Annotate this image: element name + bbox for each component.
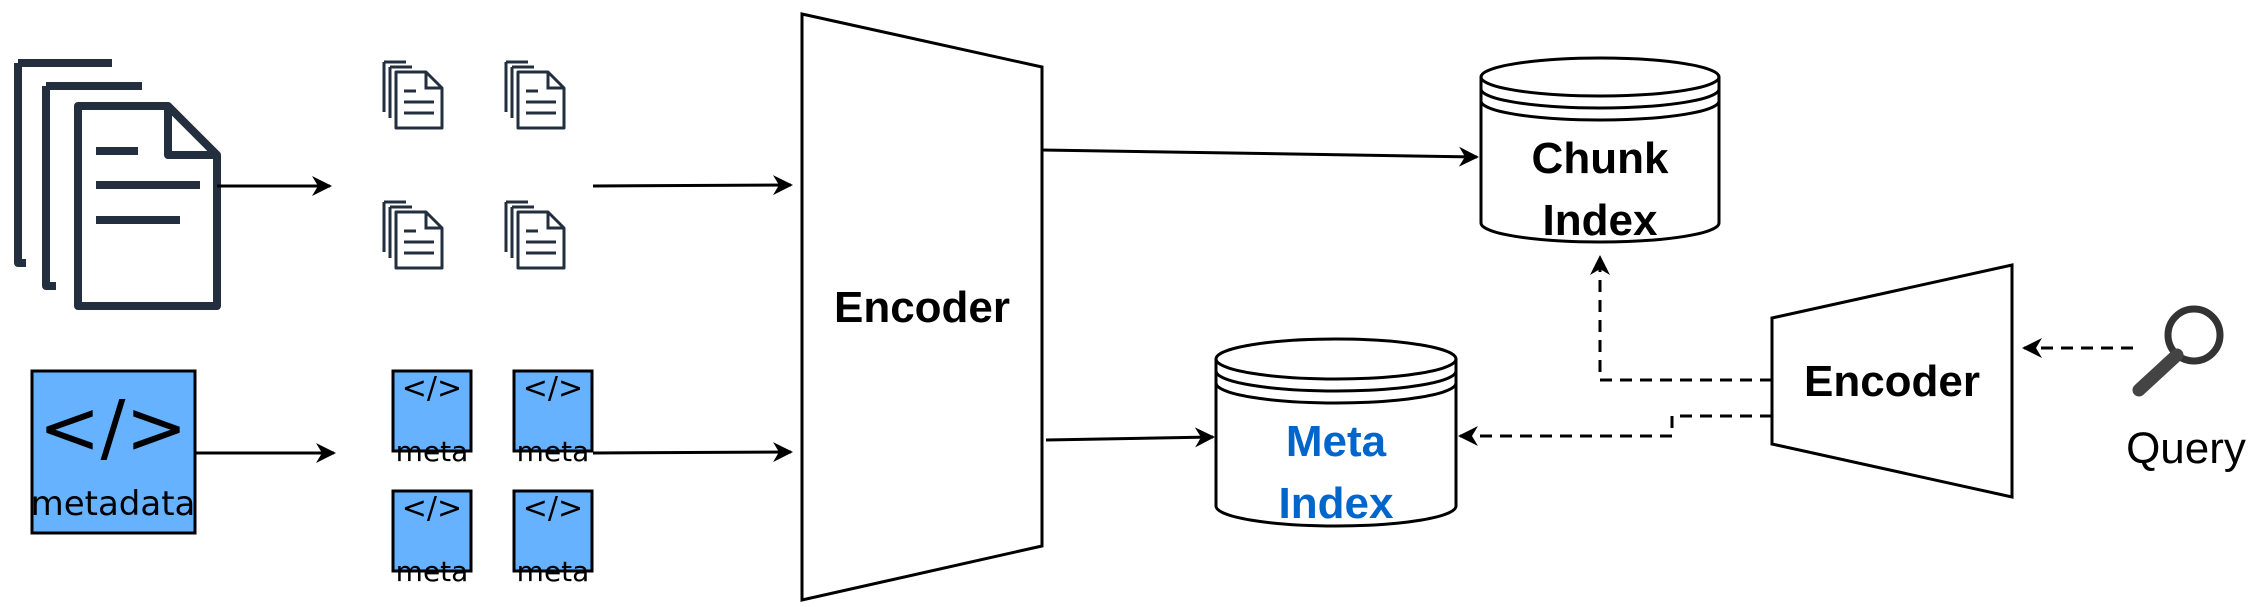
document-chunk-icon [382, 60, 566, 270]
query-label: Query [2126, 424, 2246, 473]
meta-tile: </> meta [512, 489, 594, 588]
magnifier-icon [2132, 305, 2224, 397]
main-encoder-label: Encoder [834, 283, 1010, 332]
solid-arrows [195, 146, 1479, 463]
arrow-encoder-to-meta-index [1045, 427, 1215, 448]
code-tag-icon: </> [402, 491, 462, 526]
meta-tile-label: meta [396, 555, 469, 588]
meta-tile-label: meta [517, 435, 590, 468]
meta-tile: </> meta [391, 369, 473, 468]
arrow-encoder-to-chunk-index [1041, 146, 1479, 167]
dashed-arrows [1458, 255, 2133, 446]
arrow-chunks-to-encoder [592, 175, 793, 196]
chunk-index-label-line1: Chunk [1532, 134, 1669, 183]
meta-tile: </> meta [512, 369, 594, 468]
meta-index-label-line2: Index [1279, 479, 1394, 528]
query-encoder: Encoder [1770, 263, 2014, 499]
meta-tile-label: meta [396, 435, 469, 468]
meta-index-label-line1: Meta [1286, 417, 1387, 466]
metadata-label: metadata [31, 484, 196, 524]
arrow-tiles-to-encoder [592, 442, 793, 463]
code-tag-icon: </> [402, 371, 462, 406]
document-stack-icon [14, 59, 221, 310]
arrow-encoder-to-meta-index-dashed [1458, 414, 1772, 446]
code-tag-icon: </> [523, 491, 583, 526]
meta-tile: </> meta [391, 489, 473, 588]
chunk-index-label-line2: Index [1543, 196, 1658, 245]
query-encoder-label: Encoder [1804, 357, 1980, 406]
code-tag-icon: </> [39, 385, 188, 471]
main-encoder: Encoder [800, 12, 1044, 602]
meta-index: Meta Index [1214, 337, 1458, 528]
arrow-encoder-to-chunk-index-dashed [1590, 255, 1772, 382]
metadata-box: </> metadata [30, 369, 197, 535]
chunk-index: Chunk Index [1479, 56, 1721, 245]
meta-tile-label: meta [517, 555, 590, 588]
code-tag-icon: </> [523, 371, 583, 406]
